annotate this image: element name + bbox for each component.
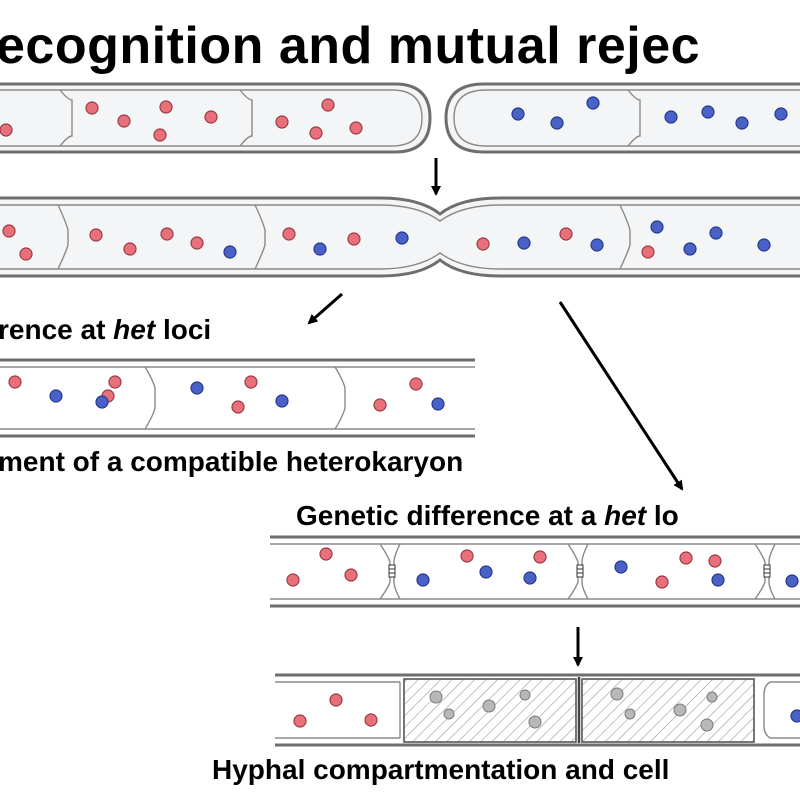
blue-nucleus — [523, 571, 537, 585]
blue-nucleus — [49, 389, 63, 403]
red-nucleus — [409, 377, 423, 391]
arrow-incompatible — [558, 301, 684, 491]
red-nucleus — [641, 245, 655, 259]
nuclei-row5 — [293, 693, 800, 728]
blue-nucleus — [790, 709, 800, 723]
blue-nucleus — [313, 242, 327, 256]
red-nucleus — [293, 714, 307, 728]
red-nucleus — [159, 100, 173, 114]
blue-nucleus — [275, 394, 289, 408]
septum-3 — [754, 543, 776, 600]
nuclei-row2 — [2, 220, 771, 261]
blue-nucleus — [95, 395, 109, 409]
red-nucleus — [708, 554, 722, 568]
red-nucleus — [679, 551, 693, 565]
blue-nucleus — [774, 107, 788, 121]
blue-nucleus — [664, 110, 678, 124]
blue-nucleus — [431, 397, 445, 411]
red-nucleus — [2, 224, 16, 238]
red-nucleus — [347, 232, 361, 246]
red-nucleus — [160, 227, 174, 241]
blue-nucleus — [416, 573, 430, 587]
red-nucleus — [231, 400, 245, 414]
label-difference-post: loci — [155, 314, 212, 345]
red-nucleus — [460, 549, 474, 563]
red-nucleus — [190, 236, 204, 250]
label-genetic-post: lo — [646, 500, 679, 531]
nuclei-row3 — [8, 375, 445, 414]
label-difference-het-loci: rence at het loci — [0, 314, 211, 346]
blue-nucleus — [614, 560, 628, 574]
red-nucleus — [309, 126, 323, 140]
label-genetic-pre: Genetic difference at a — [296, 500, 605, 531]
red-nucleus — [89, 228, 103, 242]
label-difference-het: het — [113, 314, 156, 345]
red-nucleus — [286, 573, 300, 587]
red-nucleus — [559, 227, 573, 241]
red-nucleus — [321, 98, 335, 112]
red-nucleus — [476, 237, 490, 251]
red-nucleus — [108, 375, 122, 389]
blue-nucleus — [190, 381, 204, 395]
incompatible-hypha — [270, 535, 800, 608]
red-nucleus — [117, 114, 131, 128]
red-nucleus — [329, 693, 343, 707]
blue-nucleus — [517, 236, 531, 250]
label-compatible-heterokaryon: ment of a compatible heterokaryon — [0, 446, 464, 477]
dead-compartment-2 — [581, 678, 755, 743]
blue-nucleus — [683, 242, 697, 256]
label-compartmentation: Hyphal compartmentation and cell — [212, 754, 670, 785]
blue-nucleus — [709, 226, 723, 240]
red-nucleus — [0, 123, 13, 137]
blue-nucleus — [511, 107, 525, 121]
blue-nucleus — [757, 238, 771, 252]
red-nucleus — [123, 242, 137, 256]
compartmented-hypha — [275, 673, 800, 747]
blue-nucleus — [590, 238, 604, 252]
blue-nucleus — [650, 220, 664, 234]
blue-nucleus — [479, 565, 493, 579]
red-nucleus — [85, 101, 99, 115]
blue-nucleus — [550, 116, 564, 130]
red-nucleus — [533, 550, 547, 564]
nuclei-row4 — [286, 547, 799, 589]
red-nucleus — [319, 547, 333, 561]
label-genetic-het: het — [604, 500, 647, 531]
blue-nucleus — [711, 573, 725, 587]
red-nucleus — [8, 375, 22, 389]
blue-nucleus — [701, 105, 715, 119]
red-nucleus — [349, 121, 363, 135]
red-nucleus — [153, 128, 167, 142]
nuclei-row1 — [0, 96, 788, 142]
red-nucleus — [282, 227, 296, 241]
degraded-nuclei — [429, 687, 718, 732]
red-nucleus — [19, 247, 33, 261]
red-nucleus — [373, 398, 387, 412]
red-nucleus — [344, 568, 358, 582]
septum-1 — [379, 543, 401, 600]
septum-2 — [567, 543, 589, 600]
blue-nucleus — [395, 231, 409, 245]
red-nucleus — [364, 713, 378, 727]
blue-nucleus — [785, 574, 799, 588]
diagram-title: ecognition and mutual rejec — [0, 17, 701, 75]
red-nucleus — [655, 575, 669, 589]
arrow-compatible — [307, 292, 343, 325]
label-difference-pre: rence at — [0, 314, 114, 345]
hypha-right-blue — [444, 82, 800, 154]
heterokaryon-hypha — [0, 358, 475, 438]
blue-nucleus — [586, 96, 600, 110]
blue-nucleus — [735, 116, 749, 130]
blue-nucleus — [223, 245, 237, 259]
red-nucleus — [204, 110, 218, 124]
red-nucleus — [275, 115, 289, 129]
label-genetic-difference: Genetic difference at a het lo — [296, 500, 679, 532]
red-nucleus — [244, 375, 258, 389]
